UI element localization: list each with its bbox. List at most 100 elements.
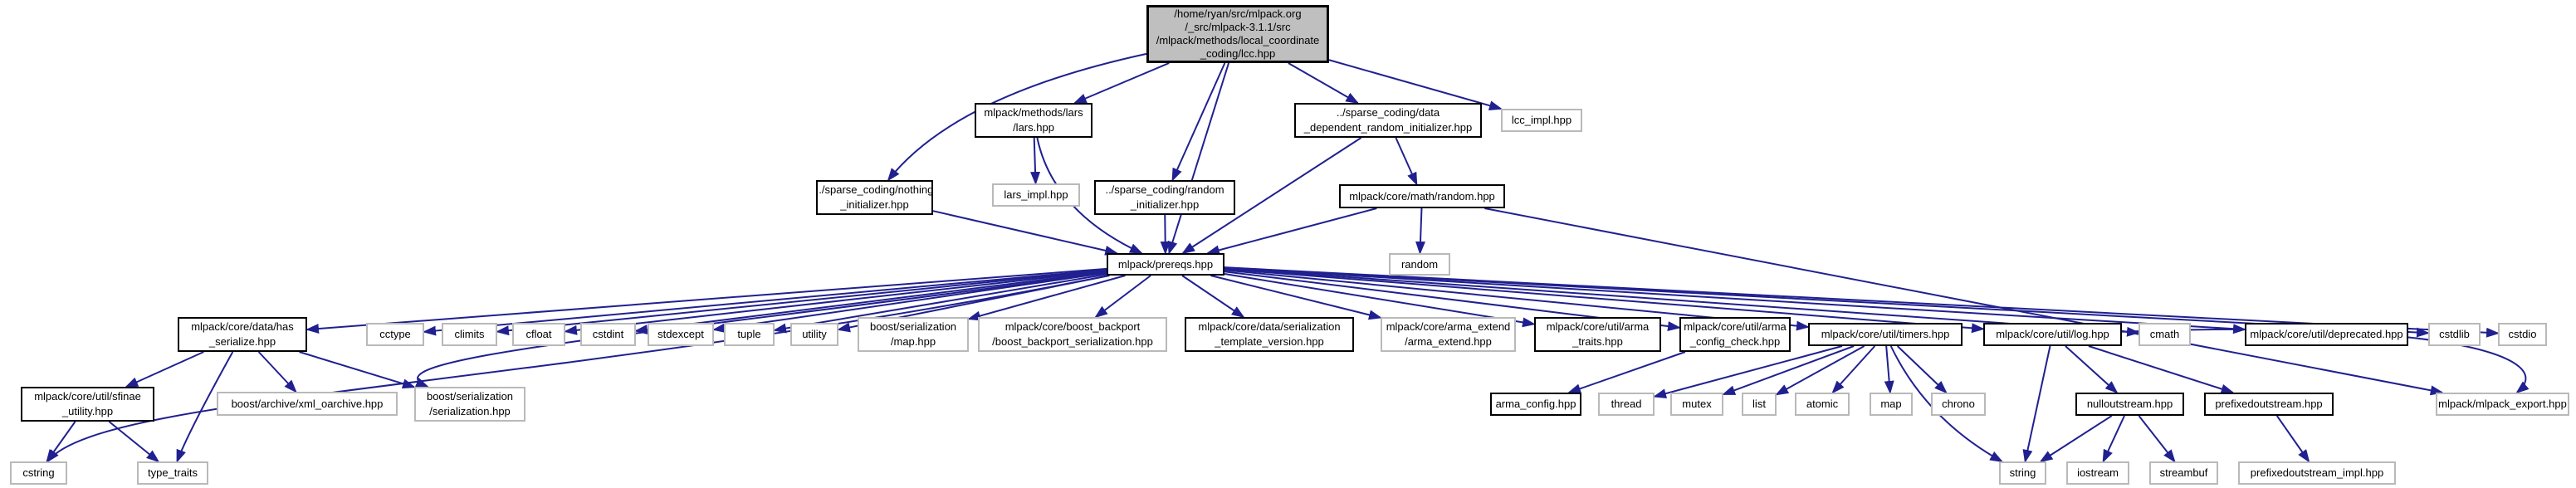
node-math_random[interactable]: mlpack/core/math/random.hpp bbox=[1339, 184, 1505, 208]
edge-math_random-to-mlpack_export bbox=[1484, 207, 2444, 396]
node-label: streambuf bbox=[2159, 466, 2208, 479]
node-label: map bbox=[1880, 398, 1902, 410]
edge-prereqs-to-cstdint bbox=[634, 271, 1107, 334]
node-boost_backport: mlpack/core/boost_backport/boost_backpor… bbox=[978, 317, 1167, 352]
edge-log-to-string bbox=[2022, 345, 2051, 463]
node-label: mlpack/methods/lars bbox=[984, 106, 1083, 119]
node-label: stdexcept bbox=[657, 328, 704, 340]
node-log[interactable]: mlpack/core/util/log.hpp bbox=[1983, 323, 2122, 346]
node-nothing_init[interactable]: ../sparse_coding/nothing_initializer.hpp bbox=[816, 180, 933, 215]
node-label: _coding/lcc.hpp bbox=[1200, 47, 1276, 60]
edge-sfinae-to-type_traits bbox=[108, 421, 160, 463]
edge-timers-to-thread bbox=[1653, 345, 1843, 399]
edge-prereqs-to-serial_tmpl bbox=[1181, 275, 1245, 319]
edge-random_init-to-prereqs bbox=[1160, 214, 1171, 255]
edge-lcc-to-prereqs bbox=[1167, 62, 1229, 255]
node-label: cctype bbox=[379, 328, 411, 340]
node-prefixout[interactable]: prefixedoutstream.hpp bbox=[2204, 393, 2334, 416]
node-label: mlpack/core/util/sfinae bbox=[34, 390, 141, 403]
node-label: climits bbox=[454, 328, 485, 340]
node-label: _utility.hpp bbox=[61, 405, 114, 417]
edge-lcc-to-dd_init bbox=[1288, 62, 1360, 104]
edge-log-to-nullout bbox=[2065, 345, 2119, 394]
node-lars[interactable]: mlpack/methods/lars/lars.hpp bbox=[975, 103, 1092, 138]
node-label: /arma_extend.hpp bbox=[1405, 335, 1492, 348]
edge-prereqs-to-cfloat bbox=[564, 270, 1107, 335]
node-label: mlpack/core/util/log.hpp bbox=[1996, 328, 2109, 340]
node-serial_tmpl[interactable]: mlpack/core/data/serialization_template_… bbox=[1185, 317, 1354, 352]
node-prereqs[interactable]: mlpack/prereqs.hpp bbox=[1107, 253, 1224, 276]
node-map: map bbox=[1870, 393, 1913, 416]
node-label: nulloutstream.hpp bbox=[2086, 398, 2173, 410]
node-arma_cfg_check[interactable]: mlpack/core/util/arma_config_check.hpp bbox=[1679, 317, 1791, 352]
node-xml_oarchive: boost/archive/xml_oarchive.hpp bbox=[217, 392, 398, 416]
node-lcc_impl: lcc_impl.hpp bbox=[1501, 109, 1582, 132]
edge-has_serialize-to-xml_oarchive bbox=[257, 351, 297, 393]
node-random_init[interactable]: ../sparse_coding/random_initializer.hpp bbox=[1094, 180, 1235, 215]
node-label: ../sparse_coding/nothing bbox=[815, 183, 934, 196]
edge-timers-to-atomic bbox=[1831, 345, 1876, 394]
node-label: cfloat bbox=[525, 328, 552, 340]
edge-prereqs-to-has_serialize bbox=[306, 267, 1107, 334]
node-label: iostream bbox=[2077, 466, 2119, 479]
node-label: /lars.hpp bbox=[1013, 121, 1054, 134]
node-lars_impl: lars_impl.hpp bbox=[992, 183, 1080, 207]
node-dd_init[interactable]: ../sparse_coding/data_dependent_random_i… bbox=[1294, 103, 1482, 138]
node-arma_config[interactable]: arma_config.hpp bbox=[1490, 393, 1581, 416]
edge-sfinae-to-cstring bbox=[46, 421, 76, 463]
edge-prereqs-to-cstdio bbox=[1224, 266, 2500, 338]
node-utility: utility bbox=[790, 323, 838, 346]
node-label: tuple bbox=[737, 328, 761, 340]
edge-prereqs-to-cctype bbox=[423, 268, 1107, 336]
node-label: cstring bbox=[22, 466, 55, 479]
edge-dd_init-to-prereqs bbox=[1181, 137, 1362, 255]
edge-prefixout-to-po_impl bbox=[2275, 415, 2310, 463]
node-label: cstdio bbox=[2508, 328, 2537, 340]
node-label: prefixedoutstream.hpp bbox=[2215, 398, 2323, 410]
node-label: /serialization.hpp bbox=[429, 405, 511, 417]
node-label: _dependent_random_initializer.hpp bbox=[1303, 121, 1473, 134]
node-deprecated[interactable]: mlpack/core/util/deprecated.hpp bbox=[2245, 323, 2408, 346]
edge-timers-to-mutex bbox=[1722, 345, 1855, 396]
edge-timers-to-chrono bbox=[1896, 345, 1948, 394]
node-label: chrono bbox=[1942, 398, 1975, 410]
node-label: string bbox=[2009, 466, 2036, 479]
node-mutex: mutex bbox=[1670, 393, 1723, 416]
node-nullout[interactable]: nulloutstream.hpp bbox=[2075, 393, 2184, 416]
edge-prereqs-to-deprecated bbox=[1224, 266, 2246, 334]
node-boost_map: boost/serialization/map.hpp bbox=[858, 317, 969, 352]
node-cstdio: cstdio bbox=[2498, 323, 2547, 346]
node-sfinae[interactable]: mlpack/core/util/sfinae _utility.hpp bbox=[21, 387, 154, 422]
edge-nullout-to-string bbox=[2039, 415, 2113, 463]
node-label: mutex bbox=[1682, 398, 1712, 410]
node-label: cstdlib bbox=[2439, 328, 2470, 340]
node-cstdint: cstdint bbox=[580, 323, 636, 346]
node-label: mlpack/core/data/serialization bbox=[1198, 320, 1341, 333]
node-serialization: boost/serialization/serialization.hpp bbox=[414, 387, 525, 422]
edge-timers-to-list bbox=[1775, 345, 1865, 396]
node-timers[interactable]: mlpack/core/util/timers.hpp bbox=[1808, 323, 1963, 346]
node-arma_traits[interactable]: mlpack/core/util/arma_traits.hpp bbox=[1534, 317, 1661, 352]
edge-prereqs-to-arma_traits bbox=[1224, 273, 1536, 328]
node-atomic: atomic bbox=[1795, 393, 1850, 416]
node-label: ../sparse_coding/random bbox=[1105, 183, 1224, 196]
node-thread: thread bbox=[1598, 393, 1655, 416]
node-label: _serialize.hpp bbox=[208, 335, 276, 348]
edge-prereqs-to-boost_map bbox=[967, 275, 1126, 321]
node-label: mlpack/core/util/deprecated.hpp bbox=[2250, 328, 2403, 340]
node-string: string bbox=[1999, 461, 2046, 485]
node-label: random bbox=[1400, 257, 1439, 271]
node-label: atomic bbox=[1806, 398, 1839, 410]
node-list: list bbox=[1742, 393, 1777, 416]
node-label: thread bbox=[1611, 398, 1642, 410]
edge-has_serialize-to-sfinae bbox=[125, 351, 204, 388]
node-label: cstdint bbox=[592, 328, 624, 340]
edge-prereqs-to-tuple bbox=[773, 273, 1107, 334]
node-cstring: cstring bbox=[10, 461, 67, 485]
node-label: /mlpack/methods/local_coordinate bbox=[1156, 34, 1320, 46]
node-cmath: cmath bbox=[2139, 323, 2191, 346]
node-has_serialize[interactable]: mlpack/core/data/has_serialize.hpp bbox=[178, 317, 307, 352]
node-tuple: tuple bbox=[724, 323, 775, 346]
node-label: mlpack/core/math/random.hpp bbox=[1349, 189, 1495, 203]
